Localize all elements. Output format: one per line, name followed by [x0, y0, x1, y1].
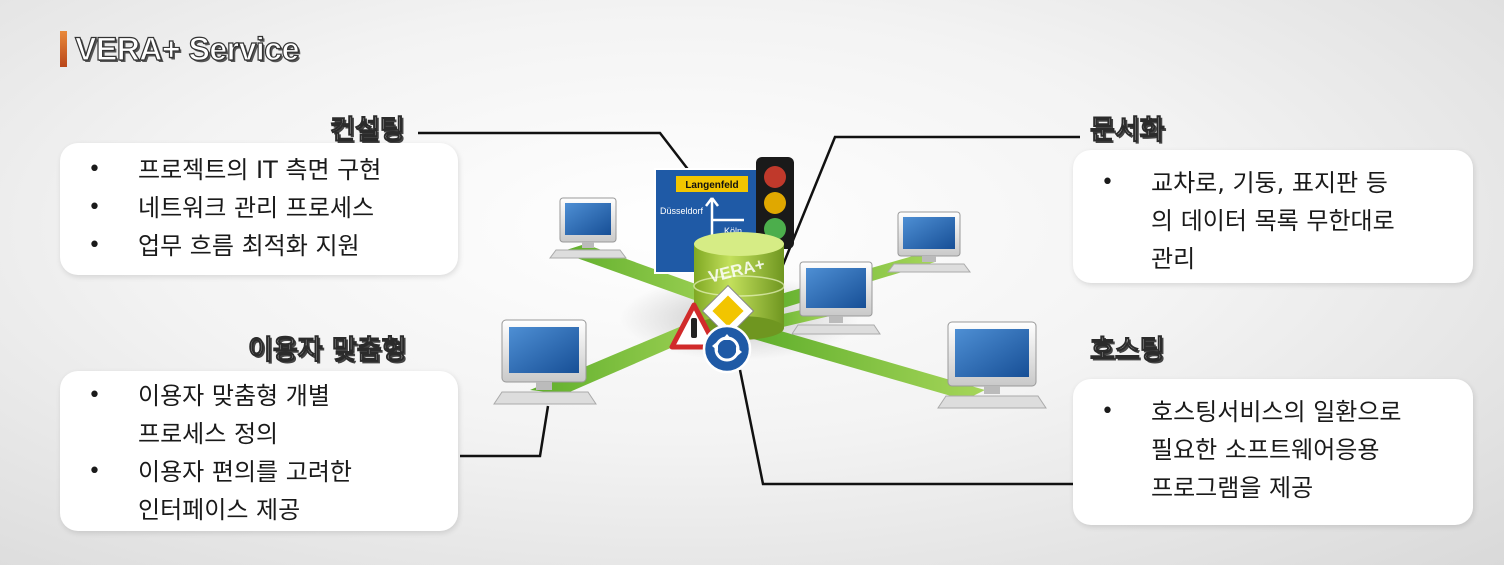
- computer-bottom-right: [937, 321, 1047, 409]
- heading-hosting: 호스팅: [1090, 335, 1166, 367]
- connector-documentation: [772, 135, 1080, 288]
- bullet-item: 프로젝트의 IT 측면 구현: [60, 151, 458, 189]
- computer-top-left: [549, 197, 627, 259]
- connector-customized: [460, 405, 550, 458]
- traffic-light: [756, 157, 794, 249]
- link-bottom-right: [750, 325, 985, 400]
- heading-consulting: 컨설팅: [330, 115, 406, 147]
- computer-mid-right: [791, 261, 881, 335]
- sign-left-label: Düsseldorf: [660, 206, 704, 216]
- computer-top-right: [887, 211, 971, 273]
- heading-documentation: 문서화: [1090, 115, 1166, 147]
- roundabout-sign: [702, 324, 752, 374]
- title-accent-bar: [60, 31, 67, 67]
- warning-triangle-sign: [669, 302, 719, 350]
- priority-road-sign: [701, 284, 755, 338]
- page-title-text: VERA+ Service: [74, 30, 300, 67]
- connector-hosting: [738, 369, 1080, 486]
- bullet-item: 업무 흐름 최적화 지원: [60, 227, 458, 265]
- bullet-item: 네트워크 관리 프로세스: [60, 189, 458, 227]
- sign-right-label: Köln: [724, 226, 742, 236]
- card-consulting: 프로젝트의 IT 측면 구현네트워크 관리 프로세스업무 흐름 최적화 지원: [60, 143, 458, 275]
- heading-customized: 이용자 맞춤형: [247, 335, 407, 367]
- page-title: VERA+ Service: [60, 28, 300, 70]
- sign-top-label: Langenfeld: [685, 180, 738, 191]
- consulting-list: 프로젝트의 IT 측면 구현네트워크 관리 프로세스업무 흐름 최적화 지원: [60, 151, 458, 265]
- connector-consulting: [418, 131, 691, 173]
- computer-bottom-left: [493, 319, 597, 405]
